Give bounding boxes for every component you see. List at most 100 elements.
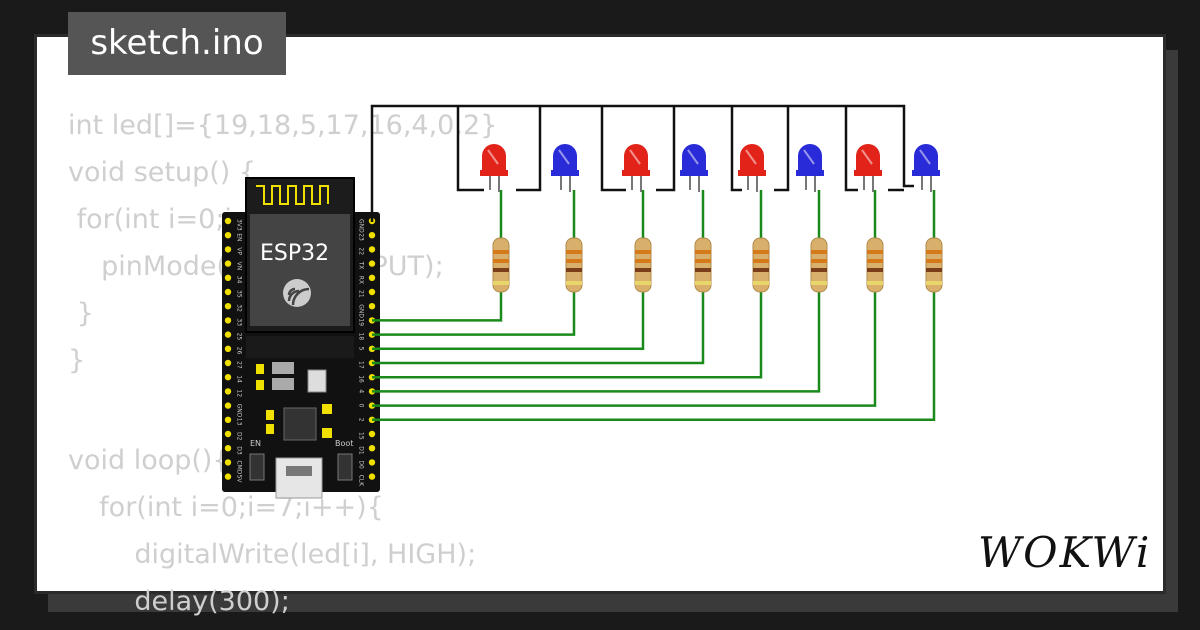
pin-D2 bbox=[224, 430, 232, 438]
boot-button bbox=[337, 453, 353, 481]
boot-label: Boot bbox=[335, 439, 353, 448]
sketch-filename[interactable]: sketch.ino bbox=[68, 12, 286, 75]
pin-5V bbox=[224, 473, 232, 480]
pin-D1 bbox=[368, 445, 376, 452]
code-line: } bbox=[68, 298, 94, 329]
pin-label: CMD bbox=[236, 460, 243, 474]
resistor bbox=[810, 237, 828, 293]
pin-label: VN bbox=[236, 262, 243, 271]
pin-label: 16 bbox=[358, 375, 365, 383]
pin-label: D0 bbox=[358, 460, 365, 469]
pin-label: 35 bbox=[236, 290, 243, 298]
led-red-0 bbox=[854, 144, 882, 192]
pin-CMD bbox=[224, 459, 232, 466]
code-line: } bbox=[68, 345, 86, 376]
pin-label: 0 bbox=[358, 404, 365, 408]
pin-label: 15 bbox=[358, 432, 365, 440]
regulator bbox=[272, 362, 294, 374]
pin-label: GND bbox=[236, 404, 243, 418]
pin-label: 25 bbox=[236, 333, 243, 341]
led-red-16 bbox=[738, 144, 766, 192]
code-line: void loop(){ bbox=[68, 445, 230, 476]
pin-12 bbox=[224, 388, 232, 395]
pin-label: 19 bbox=[358, 318, 365, 326]
signal-wire bbox=[372, 190, 821, 393]
pin-label: 23 bbox=[358, 233, 365, 241]
ground-wire bbox=[370, 104, 914, 222]
code-line: digitalWrite(led[i], HIGH); bbox=[100, 539, 477, 570]
pin-label: D2 bbox=[236, 432, 243, 441]
pin-15 bbox=[368, 430, 376, 438]
pin-label: 14 bbox=[236, 375, 243, 383]
led-array bbox=[372, 144, 943, 422]
en-label: EN bbox=[250, 439, 261, 448]
pin-RX bbox=[368, 274, 376, 281]
signal-wire bbox=[372, 190, 705, 365]
left-pin-header: 3V3ENVPVN343532332526271412GND13D2D3CMD5… bbox=[224, 217, 243, 483]
pin-label: 12 bbox=[236, 389, 243, 397]
pin-GND bbox=[224, 402, 232, 409]
pin-26 bbox=[224, 345, 232, 352]
pin-label: 32 bbox=[236, 304, 243, 312]
pin-label: 17 bbox=[358, 361, 365, 369]
pin-21 bbox=[368, 288, 376, 296]
pin-13 bbox=[224, 416, 232, 423]
led-red-5 bbox=[622, 144, 650, 192]
pin-label: RX bbox=[358, 276, 365, 284]
pin-label: 26 bbox=[236, 347, 243, 355]
board-silk bbox=[246, 336, 354, 358]
pin-14 bbox=[224, 374, 232, 381]
resistor bbox=[492, 237, 510, 293]
signal-wire bbox=[372, 190, 877, 407]
pin-VN bbox=[224, 260, 232, 267]
wokwi-logo: WOKWi bbox=[978, 528, 1152, 577]
led-blue-4 bbox=[796, 144, 824, 192]
code-line: delay(300); bbox=[100, 586, 290, 617]
signal-wire bbox=[372, 190, 936, 422]
board-label: ESP32 bbox=[260, 241, 329, 266]
pin-label: 27 bbox=[236, 361, 243, 369]
led-blue-17 bbox=[680, 144, 708, 192]
pin-32 bbox=[224, 303, 232, 310]
resistor bbox=[565, 237, 583, 293]
pin-label: 2 bbox=[358, 418, 365, 422]
pin-EN bbox=[224, 232, 232, 239]
pin-label: D3 bbox=[236, 446, 243, 455]
pin-label: 5 bbox=[358, 347, 365, 351]
pin-label: 4 bbox=[358, 389, 365, 393]
pin-25 bbox=[224, 331, 232, 338]
esp32-board[interactable]: 3V3ENVPVN343532332526271412GND13D2D3CMD5… bbox=[222, 177, 380, 499]
led-blue-2 bbox=[912, 144, 940, 192]
pin-34 bbox=[224, 274, 232, 281]
code-editor: int led[]={19,18,5,17,16,4,0,2} void set… bbox=[68, 106, 497, 617]
pin-label: EN bbox=[236, 233, 243, 241]
resistor bbox=[694, 237, 712, 293]
en-button bbox=[249, 453, 265, 481]
pin-23 bbox=[368, 232, 376, 239]
pin-label: 33 bbox=[236, 318, 243, 326]
pin-label: 22 bbox=[358, 247, 365, 255]
resistor bbox=[634, 237, 652, 293]
module-shield bbox=[250, 214, 350, 326]
pin-CLK bbox=[368, 473, 376, 480]
espressif-logo-icon bbox=[283, 279, 311, 307]
led-blue-18 bbox=[551, 144, 579, 192]
pin-label: 18 bbox=[358, 333, 365, 341]
antenna-icon bbox=[256, 185, 329, 205]
led-red-19 bbox=[480, 144, 508, 192]
pin-label: 34 bbox=[236, 276, 243, 284]
pin-label: VP bbox=[236, 247, 243, 255]
pin-label: CLK bbox=[358, 475, 365, 488]
pin-label: TX bbox=[358, 261, 365, 270]
pin-3V3 bbox=[224, 217, 232, 225]
pin-D3 bbox=[224, 445, 232, 452]
pin-35 bbox=[224, 288, 232, 296]
pin-VP bbox=[224, 246, 232, 253]
pin-label: D1 bbox=[358, 446, 365, 455]
pin-33 bbox=[224, 317, 232, 324]
signal-wire bbox=[372, 190, 763, 379]
pin-GND bbox=[368, 303, 376, 310]
resistor bbox=[925, 237, 943, 293]
pin-label: 3V3 bbox=[236, 219, 243, 231]
